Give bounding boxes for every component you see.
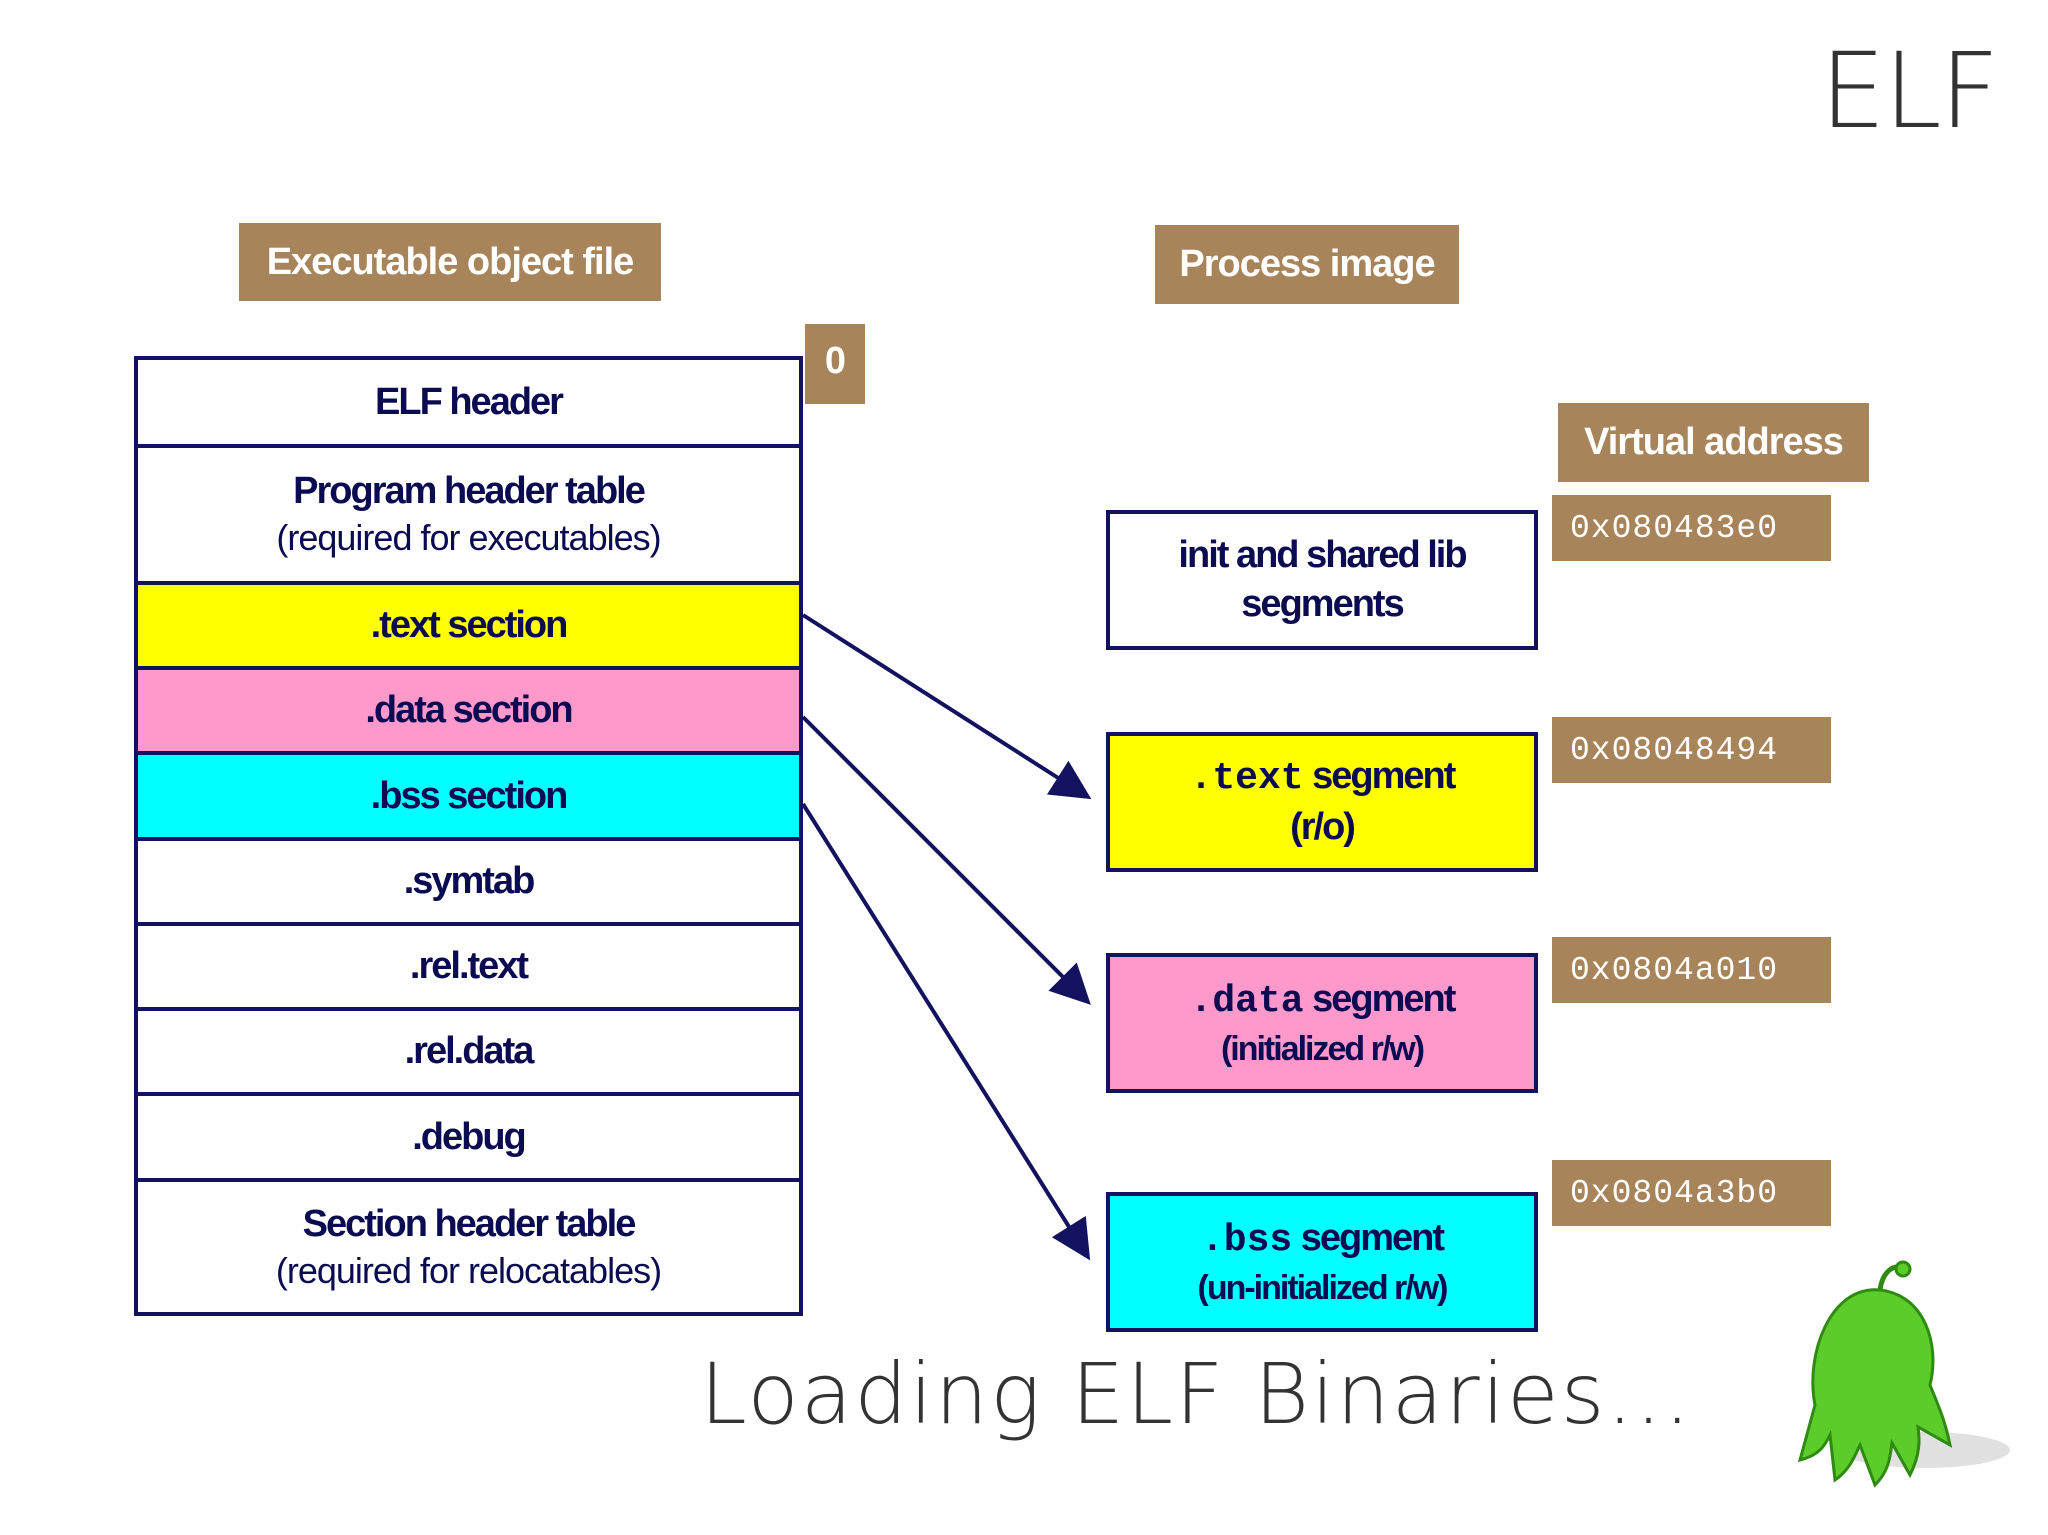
segment-word: segment <box>1312 754 1456 797</box>
segment-label: init and shared lib <box>1178 533 1467 576</box>
text-section-row: .text section <box>138 585 799 670</box>
elf-header-row: ELF header <box>138 360 799 448</box>
bss-mapping-arrow <box>801 802 1091 1261</box>
segment-permissions: (un-initialized r/w) <box>1197 1268 1449 1307</box>
section-label: Section header table <box>302 1202 637 1245</box>
section-label: Program header table <box>293 470 646 512</box>
virtual-address-label: Virtual address <box>1558 403 1869 482</box>
segment-name: .text <box>1189 756 1304 800</box>
section-note: (required for relocatables) <box>275 1249 662 1291</box>
process-image-label: Process image <box>1155 225 1459 304</box>
segment-word: segment <box>1312 978 1456 1021</box>
offset-zero-label: 0 <box>805 324 865 404</box>
segment-permissions: (initialized r/w) <box>1220 1029 1425 1068</box>
segment-word: segment <box>1300 1217 1445 1260</box>
section-label: .debug <box>412 1115 527 1158</box>
symtab-row: .symtab <box>138 841 799 926</box>
slide-title: ELF <box>1820 30 1999 152</box>
section-note: (required for executables) <box>276 517 661 558</box>
section-label: .rel.data <box>404 1030 535 1072</box>
bss-section-row: .bss section <box>138 755 799 841</box>
segment-name: .bss <box>1200 1219 1293 1263</box>
segment-label-line2: segments <box>1241 583 1404 625</box>
section-label: .text section <box>370 604 569 646</box>
virtual-address-1: 0x08048494 <box>1552 717 1831 783</box>
green-mascot-icon <box>1797 1260 2010 1488</box>
data-segment: .data segment (initialized r/w) <box>1106 953 1538 1093</box>
section-label: .data section <box>365 689 573 731</box>
rel-text-row: .rel.text <box>138 926 799 1011</box>
section-header-table-row: Section header table (required for reloc… <box>138 1182 799 1312</box>
slide-subtitle: Loading ELF Binaries... <box>700 1345 1693 1443</box>
bss-segment: .bss segment (un-initialized r/w) <box>1106 1192 1538 1332</box>
data-section-row: .data section <box>138 670 799 755</box>
debug-row: .debug <box>138 1096 799 1182</box>
executable-object-file-label: Executable object file <box>239 223 661 301</box>
section-label: .rel.text <box>409 945 529 987</box>
section-label: ELF header <box>375 380 564 423</box>
data-mapping-arrow <box>801 715 1091 1005</box>
program-header-table-row: Program header table (required for execu… <box>138 448 799 585</box>
segment-name: .data <box>1189 980 1304 1024</box>
segment-permissions: (r/o) <box>1290 806 1356 848</box>
executable-file-layout: ELF header Program header table (require… <box>134 356 803 1316</box>
section-label: .symtab <box>403 860 536 902</box>
virtual-address-3: 0x0804a3b0 <box>1552 1160 1831 1226</box>
virtual-address-2: 0x0804a010 <box>1552 937 1831 1003</box>
text-segment: .text segment (r/o) <box>1106 732 1538 872</box>
init-shared-lib-segment: init and shared lib segments <box>1106 510 1538 650</box>
rel-data-row: .rel.data <box>138 1011 799 1096</box>
section-label: .bss section <box>370 774 569 817</box>
virtual-address-0: 0x080483e0 <box>1552 495 1831 561</box>
text-mapping-arrow <box>801 613 1092 800</box>
